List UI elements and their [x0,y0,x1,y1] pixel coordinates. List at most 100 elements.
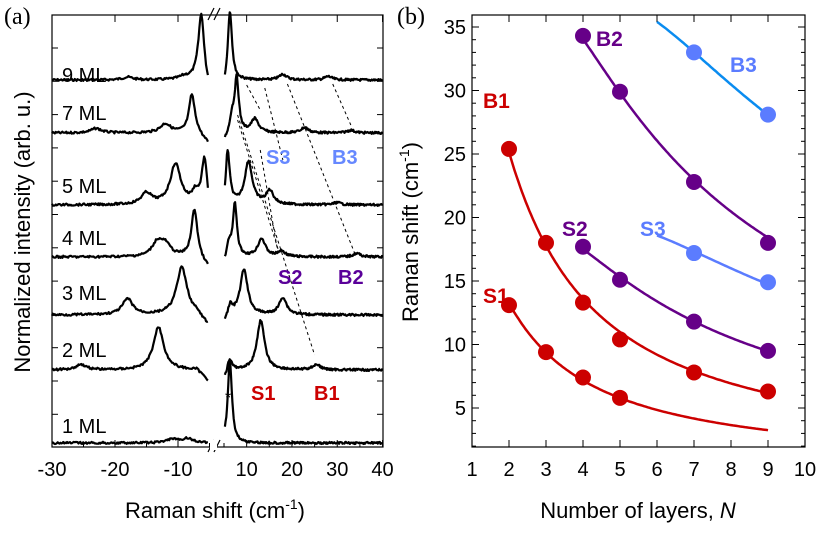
panel-a-label: (a) [4,4,31,30]
x-tick-label: 6 [651,459,662,481]
x-tick-label: 1 [466,459,477,481]
x-tick-label: 40 [371,459,393,481]
spectrum-line [51,155,209,207]
spectrum-line [51,326,209,382]
spectrum-label: 9 ML [62,65,106,87]
fit-curve-b2 [581,38,769,239]
x-tick-label: 30 [326,459,348,481]
x-tick-label: -20 [101,459,130,481]
annotation-s3: S3 [266,147,290,169]
data-point-b1 [575,294,591,311]
data-point-b1 [501,140,517,157]
series-label-b2: B2 [596,28,623,51]
annotation-s1: S1 [251,383,275,405]
spectrum-line [223,201,384,259]
y-tick-label: 15 [444,271,466,293]
panel-a-xlabel: Raman shift (cm-1) [125,496,305,523]
annotation-b1: B1 [314,383,340,405]
spectrum-line [223,360,384,446]
y-tick-label: 35 [444,17,466,39]
spectrum-label: 4 ML [62,228,106,250]
x-tick-label: 8 [725,459,736,481]
data-point-b1 [686,364,702,381]
fit-curve-s1 [507,302,769,432]
data-point-b1 [612,331,628,348]
data-point-b2 [575,27,591,44]
y-tick-label: 5 [455,398,466,420]
spectrum-label: 2 ML [62,340,106,362]
dashed-guide [237,119,279,251]
x-tick-label: 7 [688,459,699,481]
annotation-b2: B2 [338,267,364,289]
dashed-guide [246,84,261,111]
fit-curve-b3 [656,20,769,116]
panel-b-ylabel: Raman shift (cm-1) [396,142,423,322]
y-tick-label: 10 [444,335,466,357]
spectrum-line [51,436,209,446]
spectrum-label: 7 ML [62,103,106,125]
data-points [501,27,776,406]
panel-b-xlabel: Number of layers, N [540,498,736,523]
x-tick-label: -10 [164,459,193,481]
spectrum-line [223,11,384,82]
data-point-s1 [612,389,628,406]
data-point-s2 [760,342,776,359]
spectrum-line [223,319,384,376]
series-label-b3: B3 [730,54,757,77]
data-point-s3 [760,274,776,291]
annotation-s2: S2 [278,267,302,289]
data-point-b2 [760,234,776,251]
data-point-s2 [612,271,628,288]
spectrum-line [223,268,383,320]
fit-curves [507,20,769,432]
panel-b-frame [471,14,806,448]
fit-curve-s2 [582,248,769,353]
spectrum-line [223,149,384,207]
x-tick-label: 2 [503,459,514,481]
panel-a-frame [51,14,384,448]
data-point-b1 [538,234,554,251]
break-mark [207,7,215,21]
y-tick-label: 20 [444,208,466,230]
data-point-b2 [612,83,628,100]
x-tick-label: 4 [577,459,588,481]
panel-a-ylabel: Normalized intensity (arb. u.) [10,91,35,372]
dashed-guide [264,87,284,161]
x-tick-label: 20 [281,459,303,481]
data-point-s1 [538,344,554,361]
dashed-guide [286,83,356,256]
spectrum-line [51,93,209,143]
panel-b-label: (b) [397,4,425,30]
y-tick-label: 25 [444,144,466,166]
spectra: 9 ML7 ML5 ML4 ML3 ML2 ML1 ML [50,11,384,446]
data-point-b1 [760,383,776,400]
spectrum-label: 5 ML [62,176,106,198]
series-label-b1: B1 [483,90,510,113]
spectrum-line [51,12,209,82]
data-point-b2 [686,173,702,190]
x-tick-label: 10 [794,459,816,481]
dashed-guide [332,83,352,126]
data-point-s3 [686,245,702,262]
mode-guide-lines [237,83,356,356]
mode-annotations: S1 B1 S2 B2 S3 B3 * [225,147,364,407]
fit-curve-s3 [656,234,769,286]
fit-curve-b1 [507,151,769,395]
data-point-s2 [575,238,591,255]
break-mark [213,7,221,21]
data-point-b3 [686,44,702,61]
data-point-s2 [686,313,702,330]
x-tick-label: 10 [236,459,258,481]
spectrum-line [51,208,209,265]
data-point-s1 [575,369,591,386]
spectrum-line [223,73,384,138]
data-point-b3 [760,106,776,123]
axis-break [207,7,221,453]
annotation-asterisk: * [225,390,231,407]
